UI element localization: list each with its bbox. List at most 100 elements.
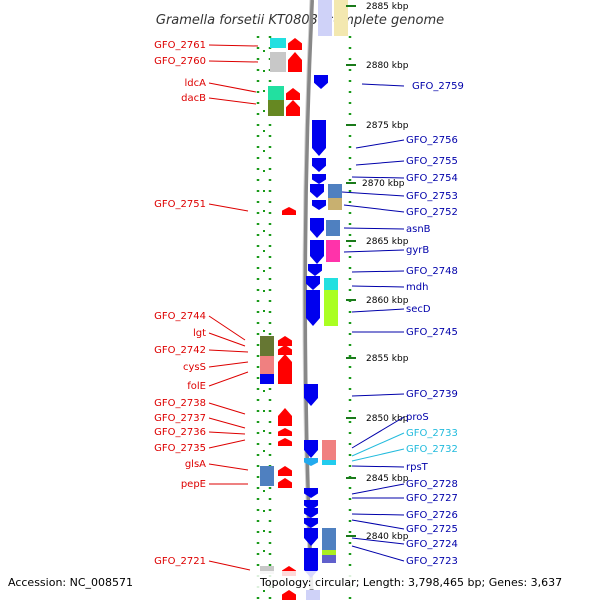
gene-box bbox=[322, 528, 336, 550]
leader-line bbox=[208, 332, 246, 347]
gene-box bbox=[326, 220, 340, 236]
gene-label-right: asnB bbox=[406, 224, 431, 235]
gene-box bbox=[322, 555, 336, 563]
gene-arrow-red bbox=[278, 408, 292, 426]
leader-line bbox=[208, 60, 259, 63]
leader-line bbox=[343, 227, 405, 230]
gene-box bbox=[324, 290, 338, 326]
gene-label-left: GFO_2761 bbox=[154, 40, 206, 51]
gene-label-right: GFO_2752 bbox=[406, 207, 458, 218]
gene-label-right: GFO_2745 bbox=[406, 327, 458, 338]
gene-arrow-blue bbox=[304, 518, 318, 528]
gene-label-left: cysS bbox=[183, 362, 206, 373]
gene-box bbox=[260, 466, 274, 486]
gene-box bbox=[324, 278, 338, 290]
leader-line bbox=[351, 545, 405, 562]
gene-label-right: mdh bbox=[406, 282, 428, 293]
gene-label-left: GFO_2735 bbox=[154, 443, 206, 454]
gene-arrow-blue bbox=[314, 75, 328, 89]
gene-arrow-light bbox=[304, 458, 318, 466]
gene-arrow-red bbox=[278, 466, 292, 476]
gene-box bbox=[306, 590, 320, 600]
kbp-tick-label: 2875 kbp bbox=[366, 121, 409, 131]
gene-label-right: GFO_2759 bbox=[412, 81, 464, 92]
leader-line bbox=[351, 393, 405, 397]
gene-label-left: glsA bbox=[185, 459, 206, 470]
gene-box bbox=[328, 198, 342, 210]
gene-label-right: GFO_2739 bbox=[406, 389, 458, 400]
leader-line bbox=[208, 402, 246, 415]
gene-arrow-blue bbox=[308, 264, 322, 276]
leader-line bbox=[355, 160, 405, 166]
kbp-tick-label: 2840 kbp bbox=[366, 532, 409, 542]
gene-label-right: GFO_2728 bbox=[406, 479, 458, 490]
kbp-tick-label: 2860 kbp bbox=[366, 296, 409, 306]
gene-box bbox=[328, 184, 342, 198]
leader-line bbox=[208, 560, 251, 571]
gene-arrow-blue bbox=[304, 440, 318, 458]
gene-arrow-blue bbox=[306, 276, 320, 290]
label-leaders bbox=[208, 44, 405, 571]
gene-label-left: pepE bbox=[181, 479, 206, 490]
gene-arrow-red bbox=[282, 207, 296, 215]
leader-line bbox=[208, 431, 246, 435]
gene-label-right: GFO_2732 bbox=[406, 444, 458, 455]
leader-line bbox=[351, 465, 405, 468]
leader-line bbox=[351, 270, 405, 273]
gene-label-right: GFO_2733 bbox=[406, 428, 458, 439]
gene-label-left: GFO_2760 bbox=[154, 56, 206, 67]
gene-label-right: gyrB bbox=[406, 245, 429, 256]
gene-features bbox=[260, 0, 348, 600]
kbp-tick-label: 2880 kbp bbox=[366, 61, 409, 71]
leader-line bbox=[351, 432, 405, 457]
gene-box bbox=[268, 100, 284, 116]
gene-arrow-blue bbox=[312, 200, 326, 210]
gene-box bbox=[322, 460, 336, 465]
gene-arrow-red bbox=[278, 354, 292, 376]
gene-box bbox=[260, 336, 274, 356]
leader-line bbox=[208, 349, 249, 353]
kbp-tick-label: 2855 kbp bbox=[366, 354, 409, 364]
gene-label-right: GFO_2726 bbox=[406, 510, 458, 521]
leader-line bbox=[208, 463, 249, 471]
leader-line bbox=[208, 439, 246, 449]
accession-text: Accession: NC_008571 bbox=[8, 576, 133, 589]
gene-arrow-blue bbox=[312, 174, 326, 184]
gene-label-right: secD bbox=[406, 304, 431, 315]
gene-arrow-blue bbox=[310, 218, 324, 238]
leader-line bbox=[208, 97, 257, 105]
gene-arrow-red bbox=[286, 100, 300, 116]
gene-arrow-blue bbox=[304, 384, 318, 406]
gene-label-right: GFO_2724 bbox=[406, 539, 458, 550]
leader-line bbox=[355, 139, 405, 149]
gene-label-right: GFO_2754 bbox=[406, 173, 458, 184]
leader-line bbox=[208, 315, 246, 341]
leader-line bbox=[351, 308, 405, 313]
map-title: Gramella forsetii KT0803, complete genom… bbox=[156, 13, 444, 28]
gene-arrow-blue bbox=[312, 120, 326, 156]
gene-label-left: folE bbox=[187, 381, 206, 392]
track-guides bbox=[256, 36, 352, 600]
gene-arrow-blue bbox=[312, 158, 326, 172]
gene-arrow-red bbox=[278, 478, 292, 488]
gene-label-right: GFO_2723 bbox=[406, 556, 458, 567]
gene-label-left: ldcA bbox=[185, 78, 207, 89]
gene-label-right: GFO_2756 bbox=[406, 135, 458, 146]
leader-line bbox=[208, 371, 249, 387]
gene-arrow-blue bbox=[310, 184, 324, 198]
gene-arrow-blue bbox=[310, 240, 324, 264]
gene-arrow-blue bbox=[306, 290, 320, 326]
kbp-tick-label: 2865 kbp bbox=[366, 237, 409, 247]
gene-arrow-red bbox=[286, 88, 300, 100]
gene-box bbox=[322, 550, 336, 555]
gene-arrow-red bbox=[278, 438, 292, 446]
gene-arrow-blue bbox=[304, 488, 318, 498]
leader-line bbox=[361, 83, 405, 87]
gene-arrow-red bbox=[282, 590, 296, 600]
gene-arrow-red bbox=[278, 428, 292, 436]
gene-label-right: GFO_2753 bbox=[406, 191, 458, 202]
leader-line bbox=[351, 416, 405, 449]
leader-line bbox=[208, 417, 246, 429]
kbp-tick-label: 2885 kbp bbox=[366, 2, 409, 12]
